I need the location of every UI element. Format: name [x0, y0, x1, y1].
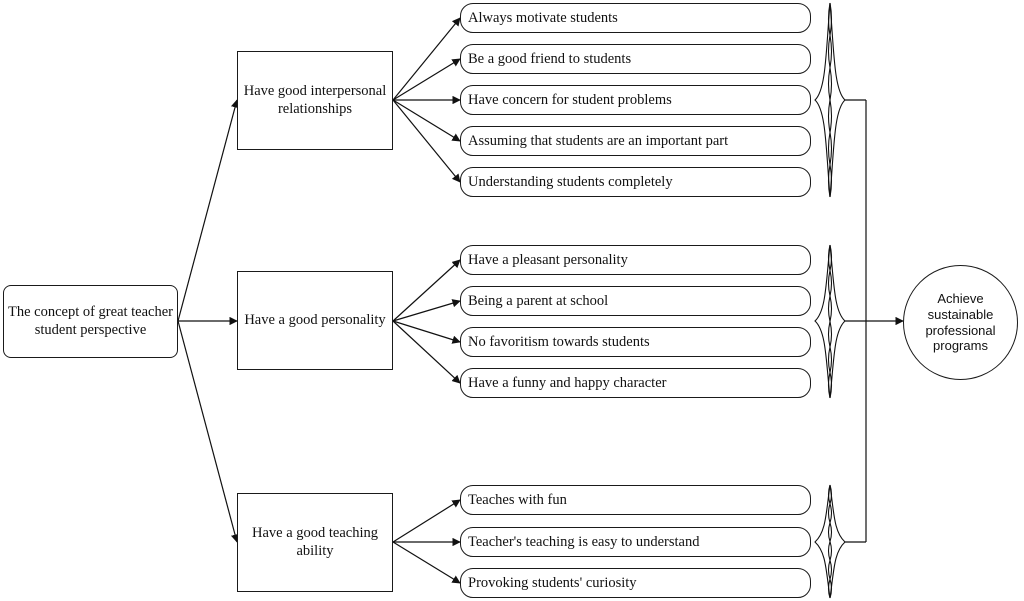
item-teaching-2: Teacher's teaching is easy to understand	[460, 527, 811, 557]
category-box-teaching: Have a good teaching ability	[237, 493, 393, 592]
item-label: Teaches with fun	[468, 491, 567, 508]
bracket-personality-twist-b	[827, 244, 833, 399]
bracket-interpersonal-twist-b	[827, 2, 833, 198]
arrow-personality-to-item-1	[392, 259, 461, 322]
arrow-personality-to-item-4	[392, 320, 461, 384]
arrow-personality-to-item-2	[392, 299, 461, 322]
item-label: Have concern for student problems	[468, 91, 672, 108]
item-label: Provoking students' curiosity	[468, 574, 637, 591]
category-label-personality: Have a good personality	[244, 311, 386, 328]
arrow-root-to-teaching	[177, 320, 240, 543]
root-concept-label: The concept of great teacher student per…	[7, 304, 174, 338]
item-personality-1: Have a pleasant personality	[460, 245, 811, 275]
arrow-personality-to-item-3	[392, 320, 461, 344]
item-interpersonal-2: Be a good friend to students	[460, 44, 811, 74]
bracket-teaching-right	[829, 484, 846, 599]
item-interpersonal-5: Understanding students completely	[460, 167, 811, 197]
bracket-interpersonal-left	[814, 2, 831, 198]
item-label: Understanding students completely	[468, 173, 673, 190]
arrow-teaching-to-item-3	[392, 541, 461, 584]
category-box-personality: Have a good personality	[237, 271, 393, 370]
arrow-interpersonal-to-item-4	[392, 99, 461, 142]
arrow-interpersonal-to-item-5	[392, 99, 461, 183]
arrow-teaching-to-item-1	[392, 499, 461, 543]
root-concept-box: The concept of great teacher student per…	[3, 285, 178, 358]
item-teaching-3: Provoking students' curiosity	[460, 568, 811, 598]
goal-label: Achieve sustainable professional program…	[925, 291, 996, 354]
item-interpersonal-1: Always motivate students	[460, 3, 811, 33]
category-box-interpersonal: Have good interpersonal relationships	[237, 51, 393, 150]
goal-circle: Achieve sustainable professional program…	[903, 265, 1018, 380]
item-label: Teacher's teaching is easy to understand	[468, 533, 700, 550]
item-label: Have a funny and happy character	[468, 374, 667, 391]
arrow-interpersonal-to-item-1	[392, 17, 461, 101]
item-label: Have a pleasant personality	[468, 251, 628, 268]
arrow-interpersonal-to-item-2	[392, 58, 461, 101]
item-label: Be a good friend to students	[468, 50, 632, 67]
item-personality-2: Being a parent at school	[460, 286, 811, 316]
item-label: Assuming that students are an important …	[468, 132, 729, 149]
category-label-teaching: Have a good teaching ability	[251, 525, 379, 559]
item-teaching-1: Teaches with fun	[460, 485, 811, 515]
bracket-interpersonal-right	[829, 2, 846, 198]
bracket-teaching-twist-b	[827, 484, 833, 599]
item-label: Being a parent at school	[468, 292, 609, 309]
arrow-root-to-interpersonal	[177, 99, 240, 322]
item-label: Always motivate students	[468, 9, 618, 26]
bracket-teaching-left	[814, 484, 831, 599]
category-label-interpersonal: Have good interpersonal relationships	[243, 83, 387, 117]
bracket-personality-left	[814, 244, 831, 399]
bracket-personality-right	[829, 244, 846, 399]
item-interpersonal-3: Have concern for student problems	[460, 85, 811, 115]
item-personality-4: Have a funny and happy character	[460, 368, 811, 398]
item-label: No favoritism towards students	[468, 333, 650, 350]
item-interpersonal-4: Assuming that students are an important …	[460, 126, 811, 156]
item-personality-3: No favoritism towards students	[460, 327, 811, 357]
